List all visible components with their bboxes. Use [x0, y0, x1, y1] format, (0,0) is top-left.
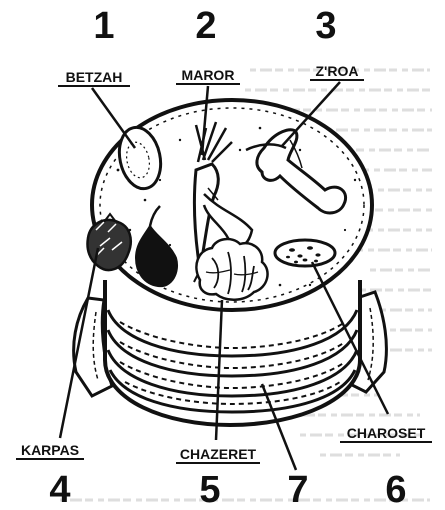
label-charoset-text: CHAROSET: [347, 425, 426, 441]
label-maror-text: MAROR: [182, 67, 235, 83]
seder-plate: [74, 100, 387, 425]
number-2: 2: [195, 5, 216, 47]
label-chazeret-text: CHAZERET: [180, 446, 257, 462]
label-charoset: CHAROSET: [340, 425, 432, 442]
label-betzah: BETZAH: [58, 69, 130, 86]
number-4: 4: [49, 469, 70, 510]
label-karpas-text: KARPAS: [21, 442, 79, 458]
label-zroa: Z'ROA: [310, 63, 364, 80]
leader-line-betzah: [92, 88, 135, 148]
lettuce-icon: [196, 239, 267, 300]
label-betzah-text: BETZAH: [66, 69, 123, 85]
number-6: 6: [385, 469, 406, 510]
label-maror: MAROR: [176, 67, 240, 84]
label-karpas: KARPAS: [16, 442, 84, 459]
number-5: 5: [199, 469, 220, 510]
number-3: 3: [315, 5, 336, 47]
number-1: 1: [93, 5, 114, 47]
number-7: 7: [287, 469, 308, 510]
charoset-icon: [275, 240, 335, 266]
label-chazeret: CHAZERET: [176, 446, 260, 463]
label-zroa-text: Z'ROA: [316, 63, 359, 79]
